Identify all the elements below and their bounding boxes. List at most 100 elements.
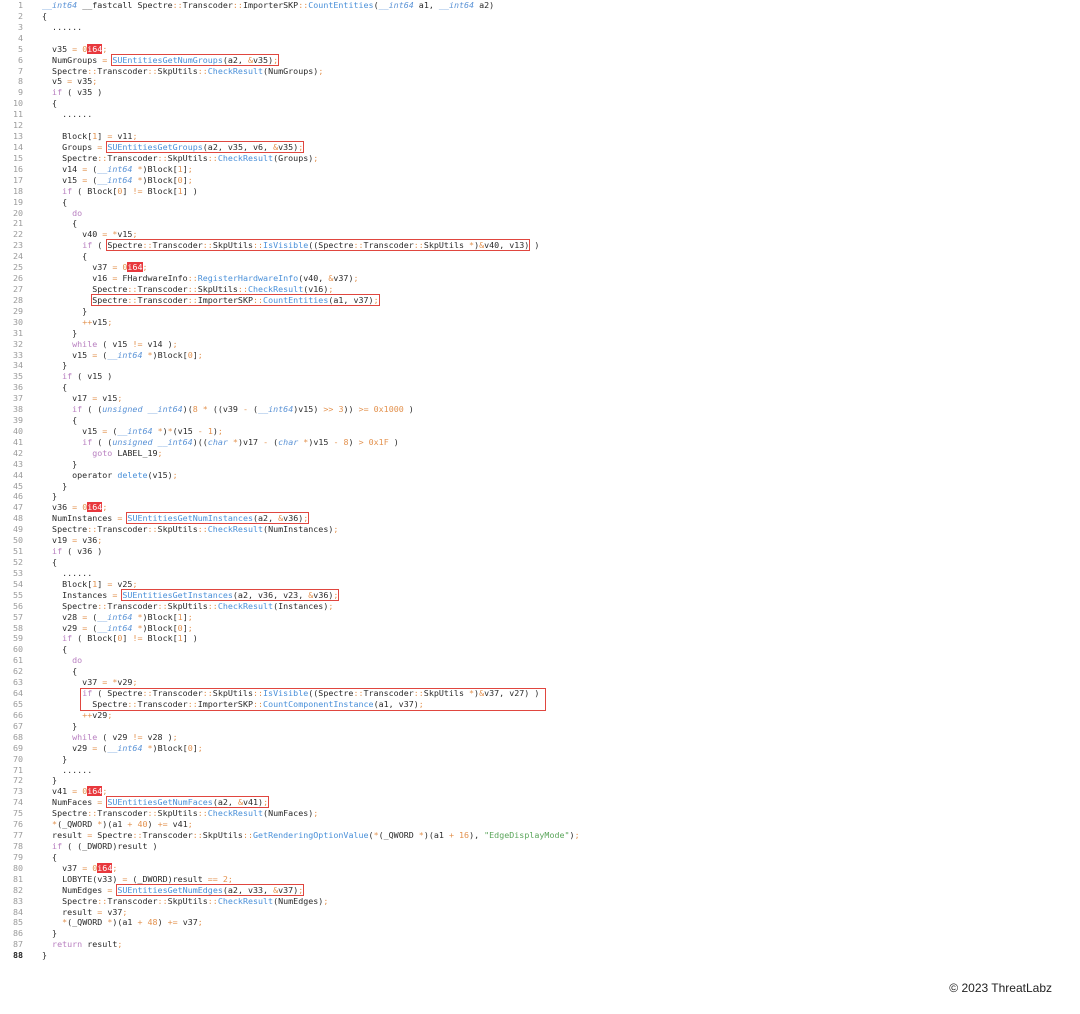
code-line[interactable]: 55 Instances = SUEntitiesGetInstances(a2… [0, 588, 1080, 601]
code-line[interactable]: 80 v37 = 0i64; [0, 862, 1080, 874]
code-line[interactable]: 87 return result; [0, 939, 1080, 950]
code-line[interactable]: 49 Spectre::Transcoder::SkpUtils::CheckR… [0, 524, 1080, 535]
code-line[interactable]: 4 [0, 33, 1080, 44]
code-line[interactable]: 32 while ( v15 != v14 ); [0, 339, 1080, 350]
code-line[interactable]: 69 v29 = (__int64 *)Block[0]; [0, 743, 1080, 754]
code-line[interactable]: 37 v17 = v15; [0, 393, 1080, 404]
code-line[interactable]: 53 ...... [0, 568, 1080, 579]
code-line[interactable]: 19 { [0, 197, 1080, 208]
code-line[interactable]: 74 NumFaces = SUEntitiesGetNumFaces(a2, … [0, 796, 1080, 809]
line-number: 22 [12, 229, 23, 240]
code-text: NumFaces = SUEntitiesGetNumFaces(a2, &v4… [42, 796, 270, 809]
code-line[interactable]: 18 if ( Block[0] != Block[1] ) [0, 186, 1080, 197]
code-line[interactable]: 52 { [0, 557, 1080, 568]
code-line[interactable]: 31 } [0, 328, 1080, 339]
code-line[interactable]: 66 ++v29; [0, 710, 1080, 721]
code-line[interactable]: 34 } [0, 360, 1080, 371]
code-line[interactable]: 63 v37 = *v29; [0, 677, 1080, 688]
code-line[interactable]: 46 } [0, 491, 1080, 502]
code-text: result = Spectre::Transcoder::SkpUtils::… [42, 830, 580, 841]
code-line[interactable]: 10 { [0, 98, 1080, 109]
code-line[interactable]: 78 if ( (_DWORD)result ) [0, 841, 1080, 852]
line-number: 62 [12, 666, 23, 677]
code-line[interactable]: 13 Block[1] = v11; [0, 131, 1080, 142]
code-line[interactable]: 43 } [0, 459, 1080, 470]
code-line[interactable]: 14 Groups = SUEntitiesGetGroups(a2, v35,… [0, 140, 1080, 153]
line-number: 27 [12, 283, 23, 294]
line-number: 16 [12, 163, 23, 174]
line-number: 83 [12, 895, 23, 906]
code-line[interactable]: 16 v14 = (__int64 *)Block[1]; [0, 164, 1080, 175]
code-line[interactable]: 65 Spectre::Transcoder::ImporterSKP::Cou… [0, 699, 1080, 710]
code-line[interactable]: 58 v29 = (__int64 *)Block[0]; [0, 623, 1080, 634]
code-line[interactable]: 57 v28 = (__int64 *)Block[1]; [0, 612, 1080, 623]
code-line[interactable]: 86 } [0, 928, 1080, 939]
code-line[interactable]: 41 if ( (unsigned __int64)((char *)v17 -… [0, 437, 1080, 448]
code-line[interactable]: 50 v19 = v36; [0, 535, 1080, 546]
code-line[interactable]: 81 LOBYTE(v33) = (_DWORD)result == 2; [0, 874, 1080, 885]
code-line[interactable]: 54 Block[1] = v25; [0, 579, 1080, 590]
code-line[interactable]: 68 while ( v29 != v28 ); [0, 732, 1080, 743]
code-line[interactable]: 64 if ( Spectre::Transcoder::SkpUtils::I… [0, 688, 1080, 699]
code-line[interactable]: 56 Spectre::Transcoder::SkpUtils::CheckR… [0, 601, 1080, 612]
code-line[interactable]: 8 v5 = v35; [0, 76, 1080, 87]
code-line[interactable]: 59 if ( Block[0] != Block[1] ) [0, 633, 1080, 644]
code-text: v15 = (__int64 *)Block[0]; [42, 174, 193, 185]
code-line[interactable]: 61 do [0, 655, 1080, 666]
code-line[interactable]: 67 } [0, 721, 1080, 732]
code-line[interactable]: 79 { [0, 852, 1080, 863]
line-number: 72 [12, 775, 23, 786]
code-line[interactable]: 71 ...... [0, 765, 1080, 776]
code-line[interactable]: 35 if ( v15 ) [0, 371, 1080, 382]
code-text: *(_QWORD *)(a1 + 40) += v41; [52, 819, 193, 830]
line-number: 88 [12, 950, 23, 961]
code-line[interactable]: 20 do [0, 208, 1080, 219]
code-line[interactable]: 45 } [0, 481, 1080, 492]
code-line[interactable]: 70 } [0, 754, 1080, 765]
code-line[interactable]: 82 NumEdges = SUEntitiesGetNumEdges(a2, … [0, 883, 1080, 896]
code-line[interactable]: 77 result = Spectre::Transcoder::SkpUtil… [0, 830, 1080, 841]
code-line[interactable]: 12 [0, 120, 1080, 131]
code-line[interactable]: 44 operator delete(v15); [0, 470, 1080, 481]
code-line[interactable]: 72 } [0, 775, 1080, 786]
code-line[interactable]: 83 Spectre::Transcoder::SkpUtils::CheckR… [0, 896, 1080, 907]
code-line[interactable]: 22 v40 = *v15; [0, 229, 1080, 240]
code-line[interactable]: 26 v16 = FHardwareInfo::RegisterHardware… [0, 273, 1080, 284]
code-line[interactable]: 36 { [0, 382, 1080, 393]
code-line[interactable]: 7 Spectre::Transcoder::SkpUtils::CheckRe… [0, 66, 1080, 77]
code-line[interactable]: 85 *(_QWORD *)(a1 + 48) += v37; [0, 917, 1080, 928]
code-text: Spectre::Transcoder::SkpUtils::CheckResu… [42, 283, 334, 294]
code-line[interactable]: 40 v15 = (__int64 *)*(v15 - 1); [0, 426, 1080, 437]
code-line[interactable]: 17 v15 = (__int64 *)Block[0]; [0, 175, 1080, 186]
code-line[interactable]: 73 v41 = 0i64; [0, 786, 1080, 797]
code-line[interactable]: 75 Spectre::Transcoder::SkpUtils::CheckR… [0, 808, 1080, 819]
code-line[interactable]: 62 { [0, 666, 1080, 677]
code-line[interactable]: 6 NumGroups = SUEntitiesGetNumGroups(a2,… [0, 53, 1080, 66]
code-line[interactable]: 28 Spectre::Transcoder::ImporterSKP::Cou… [0, 293, 1080, 306]
code-line[interactable]: 11 ...... [0, 109, 1080, 120]
code-line[interactable]: 60 { [0, 644, 1080, 655]
code-line[interactable]: 30 ++v15; [0, 317, 1080, 328]
code-line[interactable]: 23 if ( Spectre::Transcoder::SkpUtils::I… [0, 239, 1080, 252]
code-line[interactable]: 3 ...... [0, 22, 1080, 33]
code-line[interactable]: 42 goto LABEL_19; [0, 448, 1080, 459]
code-line[interactable]: 27 Spectre::Transcoder::SkpUtils::CheckR… [0, 284, 1080, 295]
code-line[interactable]: 33 v15 = (__int64 *)Block[0]; [0, 350, 1080, 361]
code-line[interactable]: 5 v35 = 0i64; [0, 43, 1080, 55]
code-line[interactable]: 39 { [0, 415, 1080, 426]
code-line[interactable]: 29 } [0, 306, 1080, 317]
code-line[interactable]: 84 result = v37; [0, 907, 1080, 918]
code-line[interactable]: 51 if ( v36 ) [0, 546, 1080, 557]
code-line[interactable]: 38 if ( (unsigned __int64)(8 * ((v39 - (… [0, 404, 1080, 415]
code-line[interactable]: 24 { [0, 251, 1080, 262]
code-line[interactable]: 15 Spectre::Transcoder::SkpUtils::CheckR… [0, 153, 1080, 164]
code-line[interactable]: 47 v36 = 0i64; [0, 502, 1080, 513]
code-line[interactable]: 25 v37 = 0i64; [0, 262, 1080, 273]
code-line[interactable]: 76 *(_QWORD *)(a1 + 40) += v41; [0, 819, 1080, 830]
code-line[interactable]: 9 if ( v35 ) [0, 87, 1080, 98]
code-line[interactable]: 1__int64 __fastcall Spectre::Transcoder:… [0, 0, 1080, 11]
code-line[interactable]: 2{ [0, 11, 1080, 22]
code-line[interactable]: 21 { [0, 218, 1080, 229]
code-line[interactable]: 88} [0, 950, 1080, 961]
code-line[interactable]: 48 NumInstances = SUEntitiesGetNumInstan… [0, 512, 1080, 525]
